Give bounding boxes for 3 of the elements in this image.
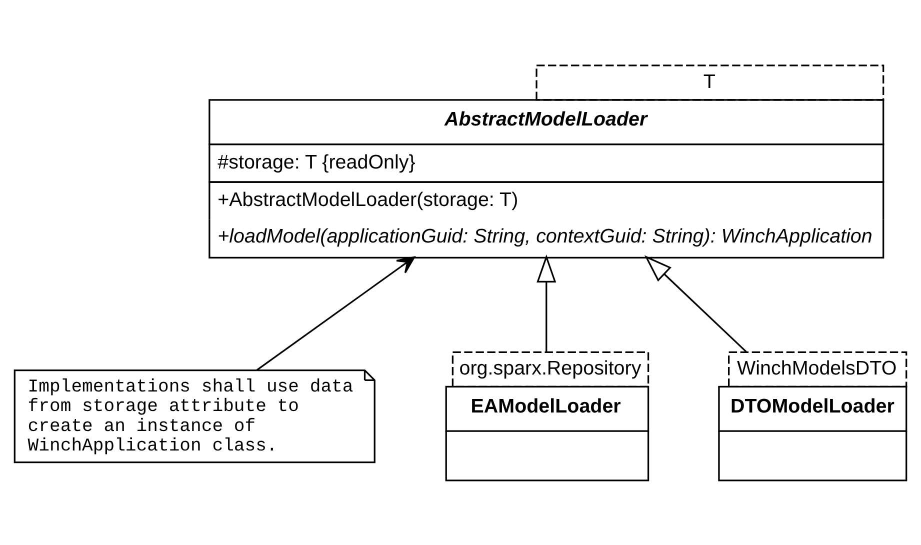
arrow (536, 254, 556, 352)
arrow (644, 255, 747, 352)
arrow (256, 256, 416, 371)
